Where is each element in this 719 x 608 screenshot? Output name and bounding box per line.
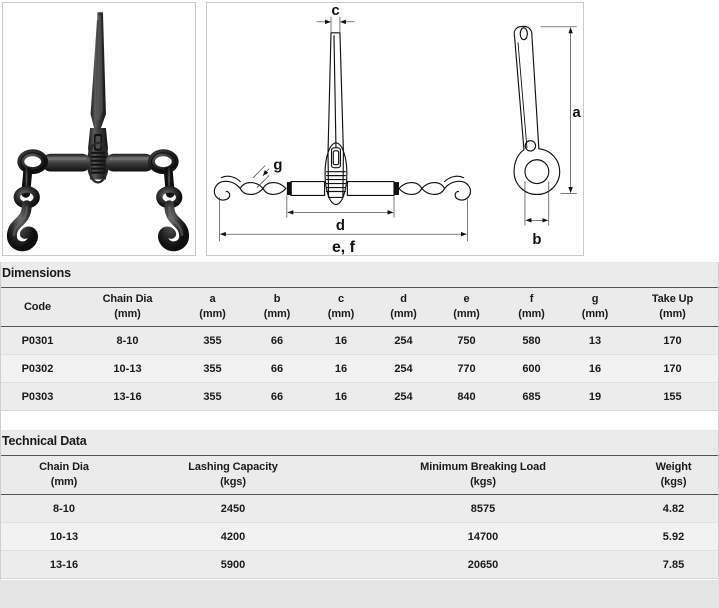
cell-minimum-breaking-load: 14700: [338, 522, 628, 551]
cell-chain-dia: 8-10: [75, 326, 180, 355]
cell-a: 355: [180, 382, 245, 411]
cell-code: P0301: [0, 326, 75, 355]
cell-weight: 5.92: [628, 522, 719, 551]
table-row: 13-16 5900 20650 7.85: [0, 550, 719, 579]
handle-lever: [90, 12, 106, 129]
dimensions-col-take-up: Take Up (mm): [626, 288, 719, 327]
table-row: P0302 10-13 355 66 16 254 770 600 16 170: [0, 354, 719, 383]
dimensions-col-g: g (mm): [564, 288, 626, 327]
dimensions-col-chain-dia: Chain Dia (mm): [75, 288, 180, 327]
cell-c: 16: [309, 354, 373, 383]
cell-lashing-capacity: 4200: [128, 522, 338, 551]
hook-assembly-left: [6, 149, 49, 252]
cell-chain-dia: 13-16: [75, 382, 180, 411]
cell-g: 19: [564, 382, 626, 411]
cell-lashing-capacity: 2450: [128, 494, 338, 523]
cell-chain-dia: 10-13: [75, 354, 180, 383]
cell-c: 16: [309, 326, 373, 355]
cell-b: 66: [245, 354, 309, 383]
dimensions-table: Code Chain Dia (mm) a (mm) b (mm) c (mm)…: [0, 288, 719, 411]
dimension-label-g: g: [273, 158, 282, 174]
cell-e: 750: [434, 326, 499, 355]
cell-a: 355: [180, 354, 245, 383]
cell-chain-dia: 10-13: [0, 522, 128, 551]
ratchet-gear: [91, 151, 105, 174]
table-row: 8-10 2450 8575 4.82: [0, 494, 719, 523]
cell-weight: 4.82: [628, 494, 719, 523]
ratchet-body-front: [324, 142, 348, 205]
cell-f: 580: [499, 326, 564, 355]
cell-code: P0303: [0, 382, 75, 411]
cell-minimum-breaking-load: 20650: [338, 550, 628, 579]
product-photo-panel: [2, 2, 196, 256]
technical-col-chain-dia: Chain Dia (mm): [0, 456, 128, 495]
technical-data-header-row: Chain Dia (mm) Lashing Capacity (kgs) Mi…: [0, 456, 719, 495]
dimensions-header-row: Code Chain Dia (mm) a (mm) b (mm) c (mm)…: [0, 288, 719, 327]
cell-e: 840: [434, 382, 499, 411]
cell-take-up: 170: [626, 354, 719, 383]
cell-f: 600: [499, 354, 564, 383]
dimension-lines: [219, 16, 577, 242]
dimensions-col-b: b (mm): [245, 288, 309, 327]
barrel-right: [105, 153, 154, 172]
dimensions-col-code: Code: [0, 288, 75, 327]
chain-hook-left: [213, 175, 287, 201]
dimensions-col-f: f (mm): [499, 288, 564, 327]
technical-data-section-header: Technical Data: [0, 430, 719, 456]
cell-minimum-breaking-load: 8575: [338, 494, 628, 523]
technical-data-table: Chain Dia (mm) Lashing Capacity (kgs) Mi…: [0, 456, 719, 579]
cell-d: 254: [373, 354, 434, 383]
cell-c: 16: [309, 382, 373, 411]
technical-col-lashing-capacity: Lashing Capacity (kgs): [128, 456, 338, 495]
dimension-label-c: c: [331, 3, 339, 19]
dimension-drawing-panel: c d e, f g a b: [206, 2, 584, 256]
dimensions-col-c: c (mm): [309, 288, 373, 327]
cell-d: 254: [373, 326, 434, 355]
cell-take-up: 155: [626, 382, 719, 411]
dimension-labels: c d e, f g a b: [273, 3, 581, 255]
cell-chain-dia: 8-10: [0, 494, 128, 523]
barrel-left: [42, 153, 91, 172]
dimensions-section-title: Dimensions: [2, 266, 71, 280]
cell-b: 66: [245, 382, 309, 411]
cell-g: 16: [564, 354, 626, 383]
page-edge-left: [0, 262, 1, 608]
dimension-label-a: a: [572, 105, 581, 121]
cell-d: 254: [373, 382, 434, 411]
page-bottom-band: [0, 580, 719, 608]
technical-col-minimum-breaking-load: Minimum Breaking Load (kgs): [338, 456, 628, 495]
technical-col-weight: Weight (kgs): [628, 456, 719, 495]
dimensions-col-a: a (mm): [180, 288, 245, 327]
hook-assembly-right: [147, 149, 190, 252]
dimension-label-ef: e, f: [332, 239, 356, 255]
lever-side-view: [513, 25, 561, 196]
dimensions-col-d: d (mm): [373, 288, 434, 327]
cell-chain-dia: 13-16: [0, 550, 128, 579]
cell-take-up: 170: [626, 326, 719, 355]
cell-f: 685: [499, 382, 564, 411]
table-row: P0301 8-10 355 66 16 254 750 580 13 170: [0, 326, 719, 355]
product-images-area: c d e, f g a b: [0, 0, 719, 262]
cell-lashing-capacity: 5900: [128, 550, 338, 579]
cell-b: 66: [245, 326, 309, 355]
cell-g: 13: [564, 326, 626, 355]
cell-a: 355: [180, 326, 245, 355]
dimension-label-d: d: [336, 218, 345, 234]
dimensions-section-header: Dimensions: [0, 262, 719, 288]
table-row: P0303 13-16 355 66 16 254 840 685 19 155: [0, 382, 719, 411]
cell-code: P0302: [0, 354, 75, 383]
ratchet-load-binder-photo: [3, 3, 195, 255]
cell-weight: 7.85: [628, 550, 719, 579]
table-row: 10-13 4200 14700 5.92: [0, 522, 719, 551]
dimension-label-b: b: [532, 232, 541, 248]
cell-e: 770: [434, 354, 499, 383]
technical-data-section-title: Technical Data: [2, 434, 87, 448]
chain-hook-right: [398, 175, 472, 201]
dimensions-col-e: e (mm): [434, 288, 499, 327]
ratchet-load-binder-dimension-drawing: c d e, f g a b: [207, 3, 583, 255]
